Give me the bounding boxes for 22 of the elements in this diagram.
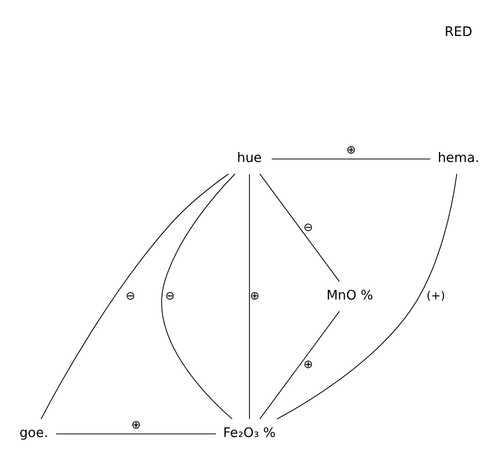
edge-label: (+) <box>426 288 446 303</box>
connector <box>56 433 216 434</box>
connector <box>162 174 236 420</box>
edge-label: ⊕ <box>346 142 356 156</box>
node-text: hema. <box>438 151 480 166</box>
connector <box>259 173 340 282</box>
connector <box>259 310 340 420</box>
connector <box>249 174 250 420</box>
connector <box>276 173 458 420</box>
edge-label: ⊕ <box>131 417 141 432</box>
node-text: goe. <box>19 426 48 442</box>
node-text: MnO % <box>326 288 374 304</box>
edge-label: ⊖ <box>303 220 314 234</box>
edge-label: ⊕ <box>250 288 260 303</box>
edge-label: ⊖ <box>126 288 136 303</box>
node-text: hue <box>237 151 262 166</box>
label: RED <box>444 25 472 40</box>
edge-label: ⊖ <box>165 288 175 303</box>
connector <box>271 158 431 160</box>
edge-label: ⊕ <box>303 357 314 372</box>
node-text: Fe₂O₃ % <box>223 426 276 442</box>
connector <box>40 174 229 420</box>
